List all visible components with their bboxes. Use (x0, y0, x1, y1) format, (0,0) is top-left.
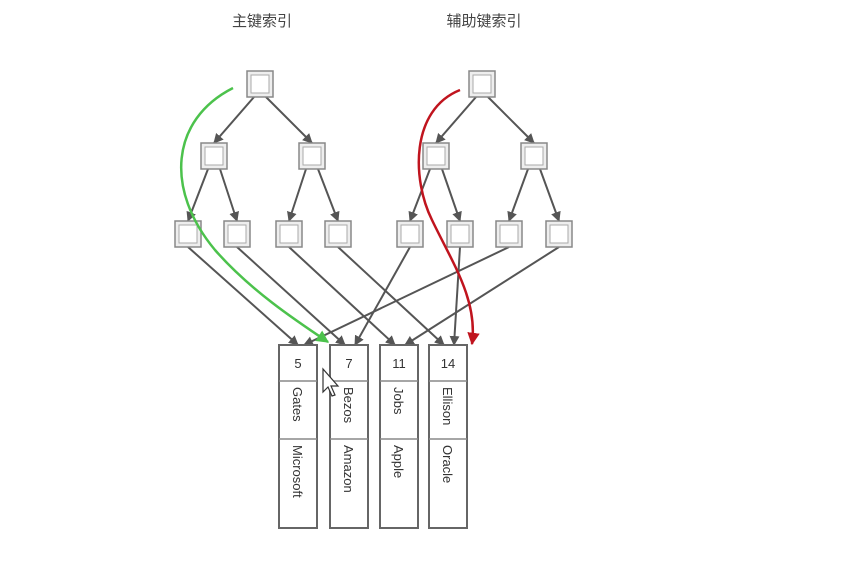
record-name: Jobs (391, 387, 406, 415)
secondary-index-title: 辅助键索引 (446, 12, 521, 30)
secondary-mid-node (520, 142, 548, 170)
primary-edge-mid-leaf (219, 168, 239, 222)
primary-leaf-node (324, 220, 352, 248)
primary-leaf-node (174, 220, 202, 248)
primary-edge-root-mid (265, 96, 313, 144)
primary-root-node (246, 70, 274, 98)
primary-leaf-pointer (236, 246, 346, 346)
record-company: Amazon (341, 445, 356, 493)
record-name: Gates (290, 387, 305, 422)
secondary-edge-mid-leaf (539, 168, 561, 222)
primary-leaf-pointer (337, 246, 445, 346)
secondary-leaf-node (545, 220, 573, 248)
primary-edge-mid-leaf (317, 168, 340, 222)
record-id: 7 (345, 356, 352, 371)
secondary-mid-node (422, 142, 450, 170)
secondary-leaf-pointer (354, 246, 411, 346)
secondary-edge-mid-leaf (441, 168, 462, 222)
primary-leaf-node (223, 220, 251, 248)
secondary-leaf-node (396, 220, 424, 248)
primary-leaf-pointer (288, 246, 396, 346)
record-company: Oracle (440, 445, 455, 483)
secondary-lookup-path (417, 88, 480, 346)
secondary-leaf-pointer (449, 246, 461, 346)
secondary-leaf-pointer (404, 246, 560, 346)
secondary-leaf-node (446, 220, 474, 248)
record-company: Microsoft (290, 445, 305, 498)
record-id: 11 (392, 356, 406, 371)
tree-edges (186, 96, 561, 346)
primary-leaf-pointer (187, 246, 299, 346)
primary-leaf-node (275, 220, 303, 248)
secondary-edge-mid-leaf (408, 168, 431, 222)
mouse-cursor-icon (322, 367, 340, 397)
secondary-edge-root-mid (487, 96, 535, 144)
primary-mid-node (200, 142, 228, 170)
record-name: Bezos (341, 387, 356, 424)
primary-edge-root-mid (213, 96, 255, 144)
record-id: 14 (441, 356, 455, 371)
secondary-leaf-pointer (303, 246, 510, 346)
record-table: 5GatesMicrosoft7BezosAmazon11JobsApple14… (278, 344, 468, 529)
secondary-edge-root-mid (435, 96, 477, 144)
secondary-root-node (468, 70, 496, 98)
record-name: Ellison (440, 387, 455, 425)
secondary-edge-mid-leaf (507, 168, 529, 222)
primary-mid-node (298, 142, 326, 170)
record-company: Apple (391, 445, 406, 478)
primary-lookup-path (179, 86, 330, 344)
tree-nodes (174, 70, 573, 248)
primary-index-title: 主键索引 (232, 12, 292, 30)
secondary-leaf-node (495, 220, 523, 248)
record-id: 5 (294, 356, 301, 371)
primary-edge-mid-leaf (287, 168, 307, 222)
